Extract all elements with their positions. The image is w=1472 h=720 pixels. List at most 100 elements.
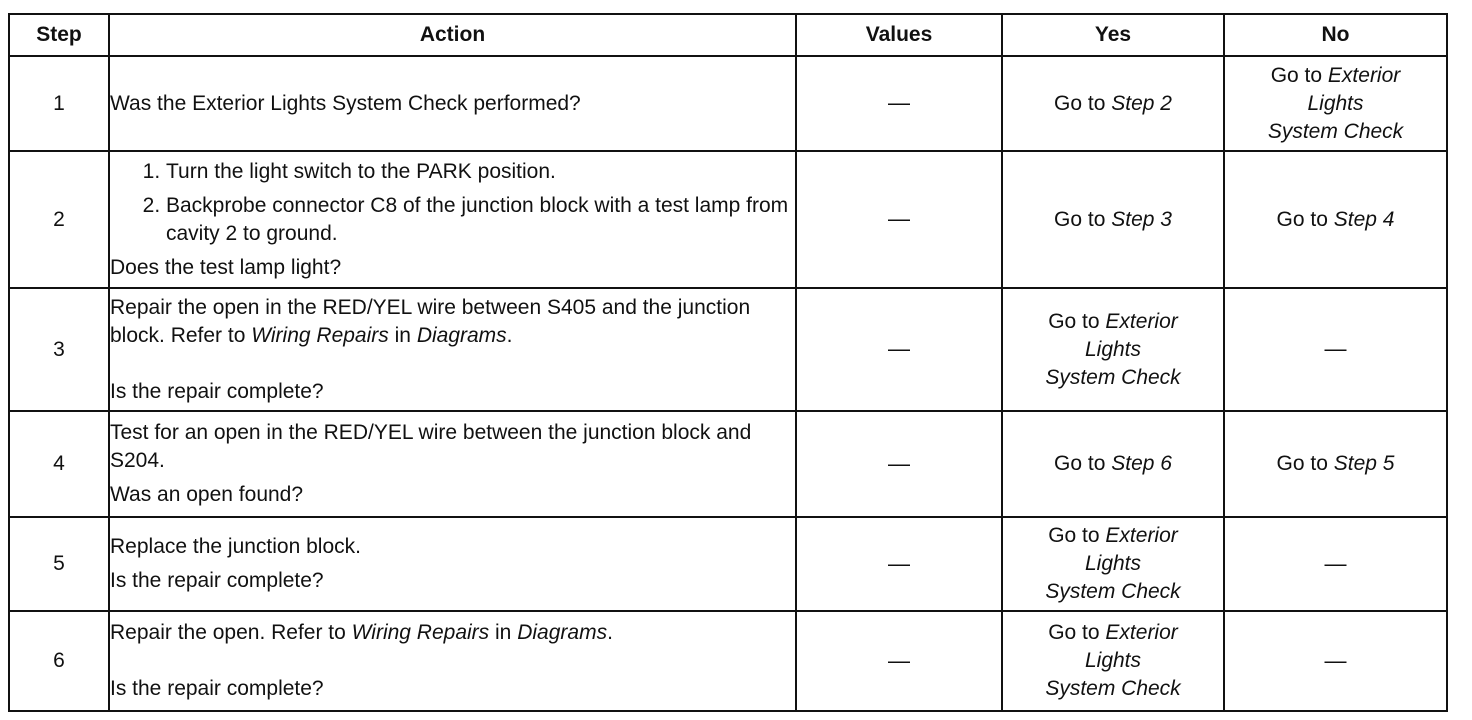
no-cell: — [1223,610,1448,712]
yes-target-line: Lights [1084,649,1142,672]
action-cell: Turn the light switch to the PARK positi… [108,150,797,289]
header-values: Values [795,13,1003,57]
action-question: Is the repair complete? [110,677,324,700]
action-text-a: Repair the open. Refer to [110,621,346,644]
values-cell: — [795,516,1003,612]
step-number: 4 [8,410,110,518]
action-text: Repair the open in the RED/YEL wire betw… [110,294,795,350]
values-dash: — [888,647,910,673]
no-prefix: Go to [1276,207,1328,231]
no-target: Step 4 [1333,207,1395,231]
values-dash: — [888,206,910,231]
action-ref-diagrams: Diagrams [416,323,507,347]
no-dash: — [1324,647,1347,673]
yes-target: Step 2 [1111,91,1172,115]
yes-prefix: Go to [1048,621,1100,644]
action-question: Does the test lamp light? [110,255,342,279]
values-cell: — [795,55,1003,152]
yes-target-line: System Check [1045,365,1181,389]
no-target-line: Exterior [1327,63,1401,87]
yes-prefix: Go to [1054,452,1106,475]
values-dash: — [888,550,910,576]
header-no: No [1223,13,1448,57]
step-number: 1 [8,55,110,152]
header-action: Action [108,13,797,57]
no-cell: Go to Exterior Lights System Check [1223,55,1448,152]
yes-prefix: Go to [1054,91,1106,115]
yes-target-line: Exterior [1105,309,1178,333]
yes-target: Step 3 [1111,207,1172,231]
no-cell: — [1223,516,1448,612]
no-cell: Go to Step 4 [1223,150,1448,289]
no-target-line: System Check [1267,119,1404,143]
action-in: in [394,323,411,347]
step-number: 6 [8,610,110,712]
values-cell: — [795,610,1003,712]
action-ref-wiring: Wiring Repairs [251,323,389,347]
action-cell: Test for an open in the RED/YEL wire bet… [108,410,797,518]
no-cell: — [1223,287,1448,412]
no-dash: — [1324,550,1347,576]
no-prefix: Go to [1276,452,1328,475]
action-text: Test for an open in the RED/YEL wire bet… [110,421,752,472]
action-cell: Was the Exterior Lights System Check per… [108,55,797,152]
yes-target-line: Lights [1084,552,1142,575]
no-target-line: Lights [1307,91,1364,115]
table-row: 5 Replace the junction block. Is the rep… [8,516,1448,612]
action-text-a: Repair the open in the RED/YEL wire betw… [110,295,751,347]
action-period: . [607,621,613,644]
yes-target-line: Lights [1084,337,1142,361]
action-ref-diagrams: Diagrams [517,621,608,644]
values-cell: — [795,287,1003,412]
step-number: 3 [8,287,110,412]
no-cell: Go to Step 5 [1223,410,1448,518]
action-step-item: Backprobe connector C8 of the junction b… [166,192,795,248]
header-step: Step [8,13,110,57]
yes-target-line: System Check [1045,580,1181,603]
yes-cell: Go to Step 2 [1001,55,1225,152]
yes-prefix: Go to [1054,207,1106,231]
yes-target-line: Exterior [1105,524,1178,547]
values-dash: — [888,450,910,476]
action-cell: Replace the junction block. Is the repai… [108,516,797,612]
action-question: Is the repair complete? [110,569,324,592]
step-number: 2 [8,150,110,289]
action-period: . [506,323,513,347]
action-text: Replace the junction block. [110,535,361,558]
action-text: Was the Exterior Lights System Check per… [110,91,581,115]
header-yes: Yes [1001,13,1225,57]
action-cell: Repair the open. Refer to Wiring Repairs… [108,610,797,712]
table-header-row: Step Action Values Yes No [8,13,1448,57]
yes-target: Step 6 [1111,452,1172,475]
action-question: Is the repair complete? [110,379,324,403]
action-text: Repair the open. Refer to Wiring Repairs… [110,619,795,647]
values-dash: — [888,90,910,115]
yes-target-line: Exterior [1105,621,1178,644]
diagnostic-table: Step Action Values Yes No 1 Was the Exte… [8,13,1448,712]
action-in: in [495,621,512,644]
table-row: 6 Repair the open. Refer to Wiring Repai… [8,610,1448,712]
table-row: 1 Was the Exterior Lights System Check p… [8,55,1448,152]
action-step-item: Turn the light switch to the PARK positi… [166,158,795,186]
yes-target-line: System Check [1045,677,1181,700]
yes-prefix: Go to [1048,309,1100,333]
step-number: 5 [8,516,110,612]
no-dash: — [1324,336,1347,361]
action-step-list: Turn the light switch to the PARK positi… [110,158,795,248]
values-cell: — [795,410,1003,518]
action-cell: Repair the open in the RED/YEL wire betw… [108,287,797,412]
yes-cell: Go to Exterior Lights System Check [1001,516,1225,612]
values-cell: — [795,150,1003,289]
yes-cell: Go to Step 3 [1001,150,1225,289]
yes-cell: Go to Exterior Lights System Check [1001,610,1225,712]
action-ref-wiring: Wiring Repairs [351,621,490,644]
yes-cell: Go to Exterior Lights System Check [1001,287,1225,412]
table-row: 2 Turn the light switch to the PARK posi… [8,150,1448,289]
no-target: Step 5 [1333,452,1395,475]
yes-prefix: Go to [1048,524,1100,547]
action-question: Was an open found? [110,483,304,506]
table-row: 3 Repair the open in the RED/YEL wire be… [8,287,1448,412]
no-prefix: Go to [1270,63,1323,87]
values-dash: — [888,336,910,361]
table-row: 4 Test for an open in the RED/YEL wire b… [8,410,1448,518]
